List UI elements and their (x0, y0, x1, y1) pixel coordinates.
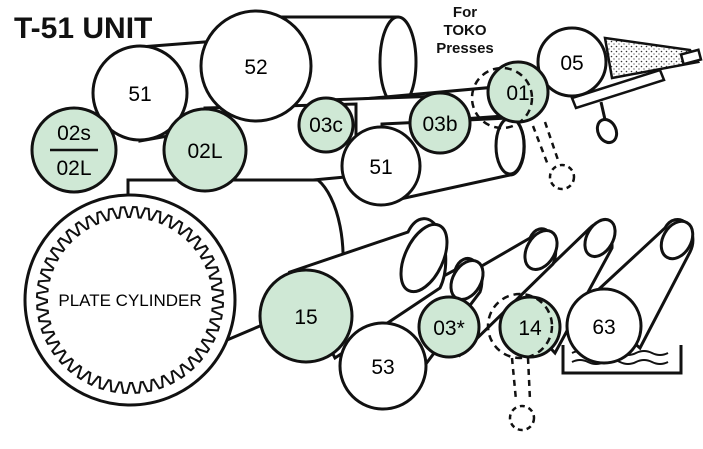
roller-53-label: 53 (371, 356, 394, 379)
roller-02s-02l: 02s 02L (30, 106, 118, 194)
diagram-title: T-51 UNIT (14, 12, 152, 45)
roller-05: 05 (536, 26, 608, 98)
roller-63-label: 63 (592, 316, 615, 339)
roller-01-label: 01 (506, 82, 529, 105)
plate-cylinder-label: PLATE CYLINDER (58, 291, 201, 310)
roller-02l: 02L (162, 107, 248, 193)
note-line-2: TOKO (443, 22, 486, 39)
roller-52: 52 (199, 9, 313, 123)
toko-note: For TOKO Presses (436, 4, 494, 57)
roller-03star-label: 03* (433, 317, 465, 340)
roller-51-mid: 51 (340, 125, 422, 207)
roller-52-label: 52 (244, 56, 267, 79)
roller-02l-label: 02L (187, 140, 222, 163)
note-line-1: For (453, 4, 477, 21)
roller-03c: 03c (297, 96, 355, 154)
roller-15: 15 (258, 268, 354, 364)
fountain-assembly (570, 36, 703, 145)
roller-02l-split-label: 02L (56, 157, 91, 180)
roller-05-label: 05 (560, 52, 583, 75)
roller-63: 63 (565, 287, 643, 365)
roller-53: 53 (338, 321, 428, 411)
roller-51-top-label: 51 (128, 83, 151, 106)
roller-03star: 03* (417, 295, 481, 359)
roller-03b-label: 03b (422, 113, 457, 136)
roller-51-top: 51 (91, 44, 189, 142)
roller-03c-label: 03c (309, 114, 343, 137)
roller-02s-label: 02s (57, 122, 91, 145)
plate-cylinder: PLATE CYLINDER (23, 193, 237, 407)
roller-15-label: 15 (294, 306, 317, 329)
roller-14-label: 14 (518, 317, 542, 340)
roller-51-mid-label: 51 (369, 156, 392, 179)
roller-03b: 03b (408, 91, 472, 155)
note-line-3: Presses (436, 40, 494, 57)
optional-roller-upper (470, 66, 576, 191)
optional-roller-lower (486, 292, 554, 432)
roller-01: 01 (486, 60, 550, 124)
plate-cylinder-gear-teeth (35, 205, 225, 395)
